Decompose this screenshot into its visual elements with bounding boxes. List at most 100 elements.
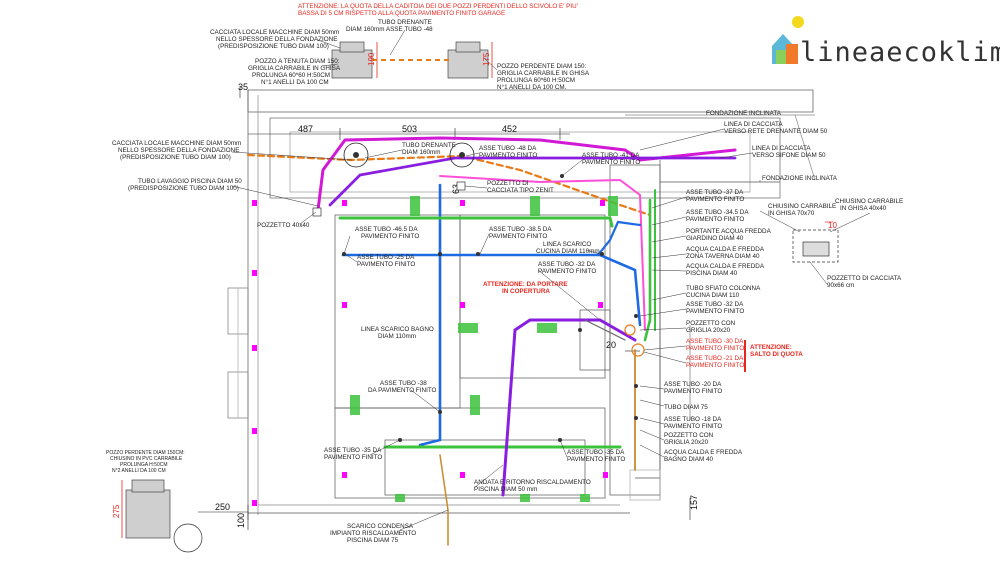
label-linea-bagno: DIAM 110mm <box>378 333 416 340</box>
label-linea-cucina: CUCINA DIAM 110mm <box>536 248 600 255</box>
label-fondazione-inclinata-2: FONDAZIONE INCLINATA <box>762 175 838 182</box>
label-pozzetto-griglia: POZZETTO CON <box>686 320 736 327</box>
grey-line <box>584 319 626 341</box>
label-pozzo-bl: CHIUSINO IN PVC CARRABILE <box>110 456 183 462</box>
label-pozzo-tenuta: N°1 ANELLI DA 100 CM <box>261 78 329 86</box>
label-tubo-75: TUBO DIAM 75 <box>664 404 708 411</box>
chiusino-detail <box>792 221 839 263</box>
label-pozzetto-40: POZZETTO 40x40 <box>257 222 310 229</box>
label-portante: PORTANTE ACQUA FREDDA <box>686 228 772 235</box>
label-pozzo-bl: PROLUNGA H:50CM <box>120 462 168 468</box>
label-andata: ANDATA E RITORNO RISCALDAMENTO <box>474 479 591 486</box>
label-pozzo-perdente: PROLUNGA 60*60 H:50CM <box>497 77 575 84</box>
label-chiusino: CHIUSINO CARRABILE <box>835 198 903 205</box>
dim-35: 35 <box>238 82 248 92</box>
warning-axis-21-1: ASSE TUBO -21 DA <box>686 355 744 362</box>
label-linea-cucina: LINEA SCARICO <box>543 241 591 248</box>
blue-line-right <box>596 220 642 257</box>
label-linea-bagno: LINEA SCARICO BAGNO <box>361 326 434 333</box>
label-asse-465: PAVIMENTO FINITO <box>361 233 419 240</box>
label-pozzetto-cacciata-r: 90x66 cm <box>827 282 854 289</box>
dim-175: 175 <box>482 52 491 66</box>
dim-190: 190 <box>367 52 376 66</box>
house-icon <box>772 16 804 64</box>
label-cacciata-top: (PREDISPOSIZIONE TUBO DIAM 100) <box>218 43 329 50</box>
leader-lines <box>231 29 871 531</box>
label-cacciata-mid: (PREDISPOSIZIONE TUBO DIAM 100) <box>120 154 231 161</box>
label-pozzetto-griglia-b: GRIGLIA 20x20 <box>664 439 709 446</box>
label-scarico: IMPIANTO RISCALDAMENTO <box>330 530 416 537</box>
logo: lineaecoklima.it <box>772 16 1000 68</box>
pipe-fittings <box>312 142 645 442</box>
label-asse-25: ASSE TUBO -25 DA <box>357 254 415 261</box>
dim-100: 100 <box>236 513 246 528</box>
warning-top-1: ATTENZIONE: LA QUOTA DELLA CADITOIA DEI … <box>298 3 578 10</box>
warning-axis-21-2: PAVIMENTO FINITO <box>686 362 744 369</box>
label-asse-38: ASSE TUBO -38 <box>380 380 427 387</box>
label-chiusino: IN GHISA 40x40 <box>840 205 887 212</box>
label-cacciata-mid: NELLO SPESSORE DELLA FONDAZIONE <box>118 147 239 154</box>
label-asse-32a: PAVIMENTO FINITO <box>538 268 596 275</box>
fitting-circle <box>449 142 475 168</box>
label-asse-465: ASSE TUBO -46.5 DA <box>355 226 418 233</box>
label-asse-41: PAVIMENTO FINITO <box>582 159 640 166</box>
label-cacciata-mid: CACCIATA LOCALE MACCHINE DIAM 50mm <box>112 140 241 147</box>
label-pozzo-perdente: N°1 ANELLI DA 100 CM. <box>497 83 567 91</box>
logo-text: lineaecoklima.it <box>800 37 1000 68</box>
label-linea-cacciata-2: VERSO SIFONE DIAM 50 <box>752 152 826 159</box>
label-asse-38: DA PAVIMENTO FINITO <box>368 387 437 394</box>
warning-portare-1: ATTENZIONE: DA PORTARE <box>483 281 568 288</box>
building-outline <box>227 89 816 520</box>
label-chiusino-70: IN GHISA 70x70 <box>768 210 815 217</box>
label-tubo-sfiato: TUBO SFIATO COLONNA <box>686 285 761 292</box>
label-asse-345: ASSE TUBO -34.5 DA <box>686 209 749 216</box>
warning-salto-2: SALTO DI QUOTA <box>750 351 803 358</box>
label-pozzo-tenuta: POZZO A TENUTA DIAM 150: <box>255 58 340 65</box>
label-tubo-drenante-mid: TUBO DRENANTE <box>402 142 456 149</box>
label-fondazione-inclinata-1: FONDAZIONE INCLINATA <box>706 110 782 117</box>
label-tubo-sfiato: CUCINA DIAM 110 <box>686 292 740 299</box>
dim-63: 63 <box>451 184 461 194</box>
orange-drain-line <box>246 153 652 217</box>
label-scarico: SCARICO CONDENSA <box>347 523 414 530</box>
label-asse-20: ASSE TUBO -20 DA <box>664 381 722 388</box>
label-portante: GIARDINO DIAM 40 <box>686 235 744 242</box>
pozzetto-zenit <box>456 181 466 191</box>
fitting-dot <box>476 252 480 256</box>
label-tubo-drenante-top: TUBO DRENANTE <box>378 19 432 26</box>
blue-line-mid <box>341 253 642 327</box>
fitting-ring <box>631 343 645 357</box>
label-asse-41: ASSE TUBO -41 DA <box>582 152 640 159</box>
label-chiusino-70: CHIUSINO CARRABILE <box>768 203 836 210</box>
fitting-dot <box>438 252 442 256</box>
label-linea-cacciata-1: LINEA DI CACCIATA <box>724 121 783 128</box>
dim-157: 157 <box>689 495 699 510</box>
fitting-dot <box>578 328 582 332</box>
fitting-dot <box>634 416 638 420</box>
pipes <box>246 136 737 546</box>
pink-line <box>439 175 646 331</box>
purple-line-top <box>328 156 737 207</box>
purple-line-lower <box>501 318 637 497</box>
label-pozzo-tenuta: GRIGLIA CARRABILE IN GHISA <box>248 65 341 72</box>
fitting-circle <box>343 142 369 168</box>
label-acqua-bagno: BAGNO DIAM 40 <box>664 456 713 463</box>
label-asse-32b: PAVIMENTO FINITO <box>686 308 744 315</box>
fitting-dot <box>634 384 638 388</box>
label-pozzetto-griglia-b: POZZETTO CON <box>664 432 714 439</box>
label-pozzetto-cacciata-r: POZZETTO DI CACCIATA <box>827 275 902 282</box>
label-asse-35b: PAVIMENTO FINITO <box>567 456 625 463</box>
label-asse-20: PAVIMENTO FINITO <box>664 388 722 395</box>
label-pozzetto-cacciata: POZZETTO DI <box>487 180 529 187</box>
blue-line-main <box>418 183 442 447</box>
warning-portare-2: IN COPERTURA <box>502 288 550 295</box>
warning-salto-1: ATTENZIONE: <box>750 344 792 351</box>
markers <box>252 196 618 506</box>
fitting-dot <box>600 252 604 256</box>
label-cacciata-top: NELLO SPESSORE DELLA FONDAZIONE <box>216 36 337 43</box>
label-asse-35a: PAVIMENTO FINITO <box>324 454 382 461</box>
label-tubo-lavaggio: (PREDISPOSIZIONE TUBO DIAM 100) <box>128 185 239 192</box>
label-asse-385: PAVIMENTO FINITO <box>489 233 547 240</box>
label-scarico: PISCINA DIAM 75 <box>347 537 399 544</box>
